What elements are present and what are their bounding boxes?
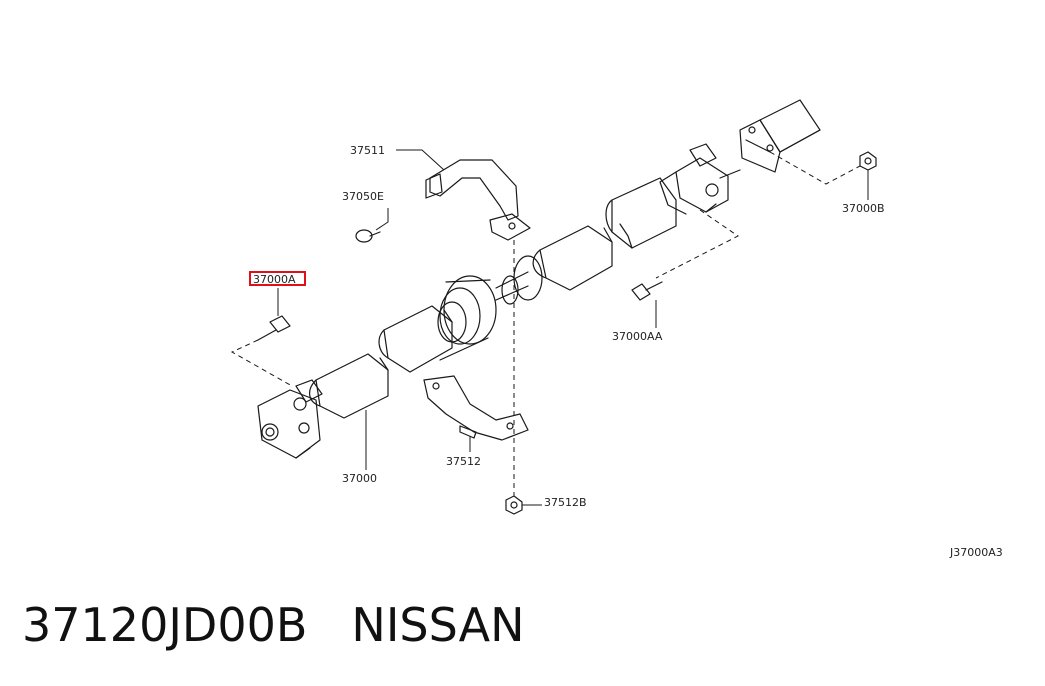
label-37000B: 37000B	[842, 202, 885, 215]
brand-name: NISSAN	[351, 598, 525, 652]
bolt-37000A	[257, 315, 291, 341]
front-tube-section-upper	[378, 305, 453, 373]
label-37000AA: 37000AA	[612, 330, 663, 343]
clip-37050E	[355, 229, 381, 243]
highlight-box	[249, 271, 306, 286]
front-universal-joint	[257, 379, 323, 459]
lower-bracket	[423, 375, 529, 441]
assembly-dash-lines	[230, 151, 861, 496]
label-37511: 37511	[350, 144, 385, 157]
label-37000: 37000	[342, 472, 377, 485]
front-tube-section	[309, 353, 389, 419]
label-37000A: 37000A	[253, 273, 296, 286]
bolt-37000AA	[631, 281, 663, 301]
rear-shaft-end	[739, 99, 821, 173]
part-number: 37120JD00B	[22, 598, 308, 652]
part-caption: 37120JD00B NISSAN	[22, 598, 525, 652]
nut-37000B	[859, 151, 877, 171]
upper-bracket	[425, 159, 531, 241]
label-37512B: 37512B	[544, 496, 587, 509]
middle-tube-section	[532, 225, 613, 291]
label-37512: 37512	[446, 455, 481, 468]
rear-universal-joint	[659, 143, 741, 215]
rear-tube-section	[605, 177, 677, 249]
center-joint	[437, 255, 543, 361]
nut-37512B	[505, 495, 523, 515]
leader-lines	[277, 149, 869, 506]
figure-code: J37000A3	[949, 546, 1003, 559]
label-37050E: 37050E	[342, 190, 384, 203]
